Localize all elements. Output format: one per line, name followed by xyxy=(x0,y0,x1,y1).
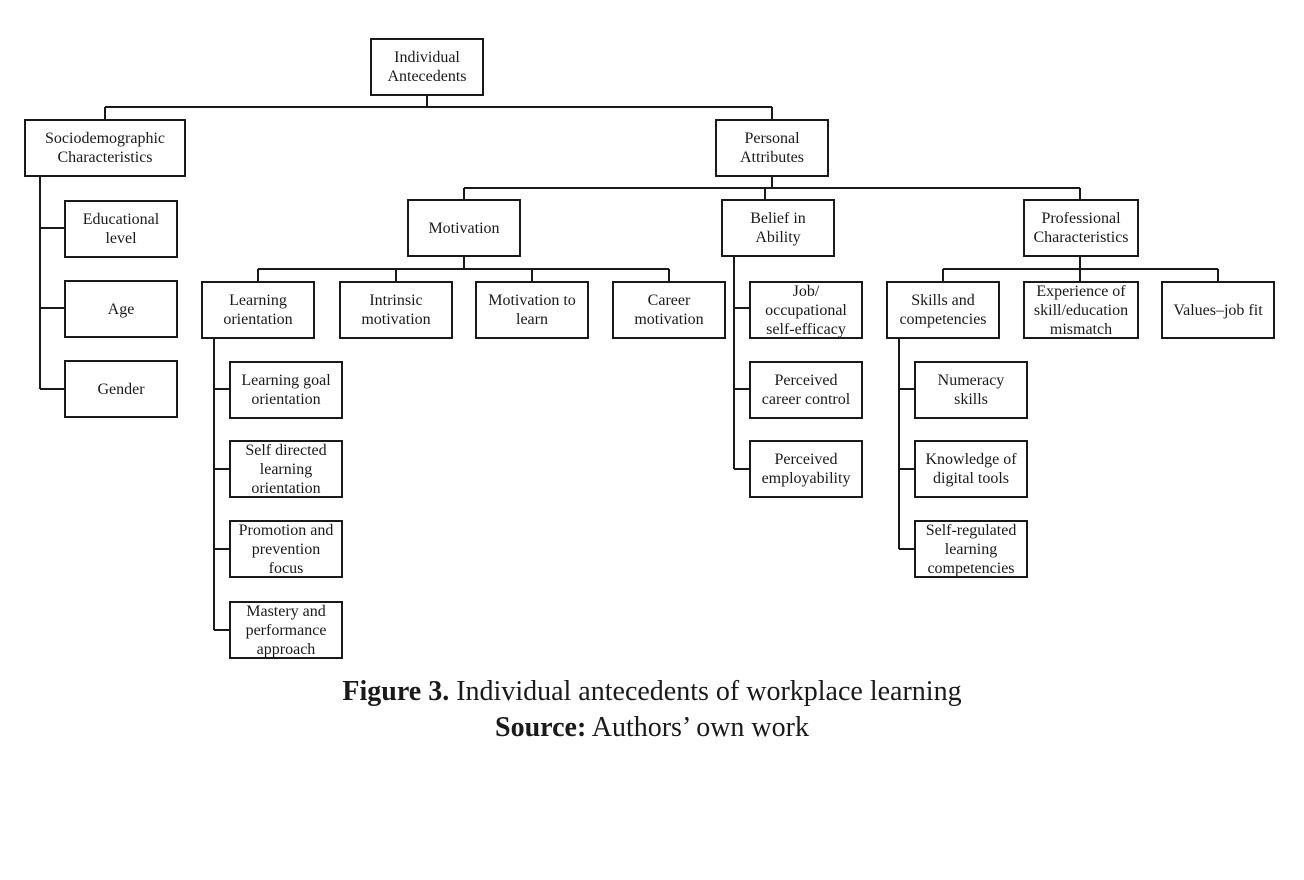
figure-label: Figure 3. xyxy=(342,676,450,707)
node-job-occupational-self-efficacy: Job/ occupational self-efficacy xyxy=(749,281,863,339)
node-intrinsic-motivation: Intrinsic motivation xyxy=(339,281,453,339)
node-motivation-to-learn: Motivation to learn xyxy=(475,281,589,339)
source-caption: Source: Authors’ own work xyxy=(0,712,1304,744)
node-perceived-employability: Perceived employability xyxy=(749,440,863,498)
node-self-regulated-learning-competencies: Self-regulated learning competencies xyxy=(914,520,1028,578)
source-text: Authors’ own work xyxy=(591,712,809,743)
node-motivation: Motivation xyxy=(407,199,521,257)
node-gender: Gender xyxy=(64,360,178,418)
node-career-motivation: Career motivation xyxy=(612,281,726,339)
node-values-job-fit: Values–job fit xyxy=(1161,281,1275,339)
node-skill-education-mismatch: Experience of skill/education mismatch xyxy=(1023,281,1139,339)
figure-caption: Figure 3. Individual antecedents of work… xyxy=(0,676,1304,708)
source-label: Source: xyxy=(495,712,587,743)
node-belief-in-ability: Belief in Ability xyxy=(721,199,835,257)
node-individual-antecedents: Individual Antecedents xyxy=(370,38,484,96)
node-mastery-performance-approach: Mastery and performance approach xyxy=(229,601,343,659)
node-learning-goal-orientation: Learning goal orientation xyxy=(229,361,343,419)
node-professional-characteristics: Professional Characteristics xyxy=(1023,199,1139,257)
node-personal-attributes: Personal Attributes xyxy=(715,119,829,177)
node-sociodemographic-characteristics: Sociodemographic Characteristics xyxy=(24,119,186,177)
node-knowledge-of-digital-tools: Knowledge of digital tools xyxy=(914,440,1028,498)
node-perceived-career-control: Perceived career control xyxy=(749,361,863,419)
node-numeracy-skills: Numeracy skills xyxy=(914,361,1028,419)
node-age: Age xyxy=(64,280,178,338)
node-self-directed-learning-orientation: Self directed learning orientation xyxy=(229,440,343,498)
node-learning-orientation: Learning orientation xyxy=(201,281,315,339)
node-educational-level: Educational level xyxy=(64,200,178,258)
figure-title: Individual antecedents of workplace lear… xyxy=(456,676,962,707)
node-skills-and-competencies: Skills and competencies xyxy=(886,281,1000,339)
connector-lines xyxy=(39,95,1219,631)
node-promotion-prevention-focus: Promotion and prevention focus xyxy=(229,520,343,578)
